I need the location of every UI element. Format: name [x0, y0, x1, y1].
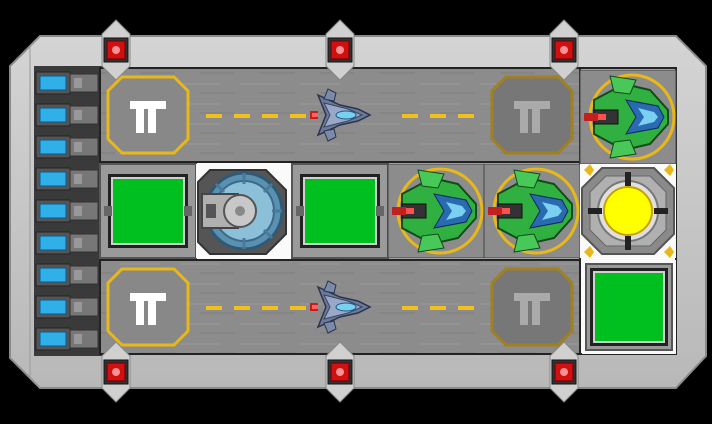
warning-light-icon	[549, 19, 579, 81]
runway-top-markings	[206, 114, 474, 118]
gunship-middle-2[interactable]	[483, 163, 581, 259]
warning-light-icon	[101, 19, 131, 81]
warning-light-icon	[101, 341, 131, 403]
hangar-bay-right[interactable]	[582, 260, 676, 354]
fighter-ship-bottom[interactable]	[310, 280, 372, 334]
fighter-ship-top[interactable]	[310, 88, 372, 142]
thruster-icon	[35, 199, 99, 223]
landing-pad-bottom-left[interactable]	[106, 267, 190, 347]
hangar-bay-center[interactable]	[291, 163, 389, 259]
gunship-right-top[interactable]	[579, 69, 677, 165]
thruster-bank	[34, 66, 102, 356]
landing-pad-top-right[interactable]	[490, 75, 574, 155]
warning-light-icon	[325, 19, 355, 81]
thruster-icon	[35, 135, 99, 159]
reactor-core[interactable]	[580, 164, 676, 258]
warning-light-icon	[549, 341, 579, 403]
gunship-middle-1[interactable]	[387, 163, 485, 259]
warning-light-icon	[325, 341, 355, 403]
thruster-icon	[35, 103, 99, 127]
landing-pad-bottom-right[interactable]	[490, 267, 574, 347]
thruster-icon	[35, 263, 99, 287]
turret[interactable]	[196, 164, 292, 258]
warning-lights	[101, 19, 579, 403]
thruster-icon	[35, 295, 99, 319]
thruster-icon	[35, 231, 99, 255]
thruster-icon	[35, 327, 99, 351]
thruster-icon	[35, 71, 99, 95]
runway-bottom-markings	[206, 306, 474, 310]
thruster-icon	[35, 167, 99, 191]
hangar-bay-left[interactable]	[99, 163, 197, 259]
landing-pad-top-left[interactable]	[106, 75, 190, 155]
